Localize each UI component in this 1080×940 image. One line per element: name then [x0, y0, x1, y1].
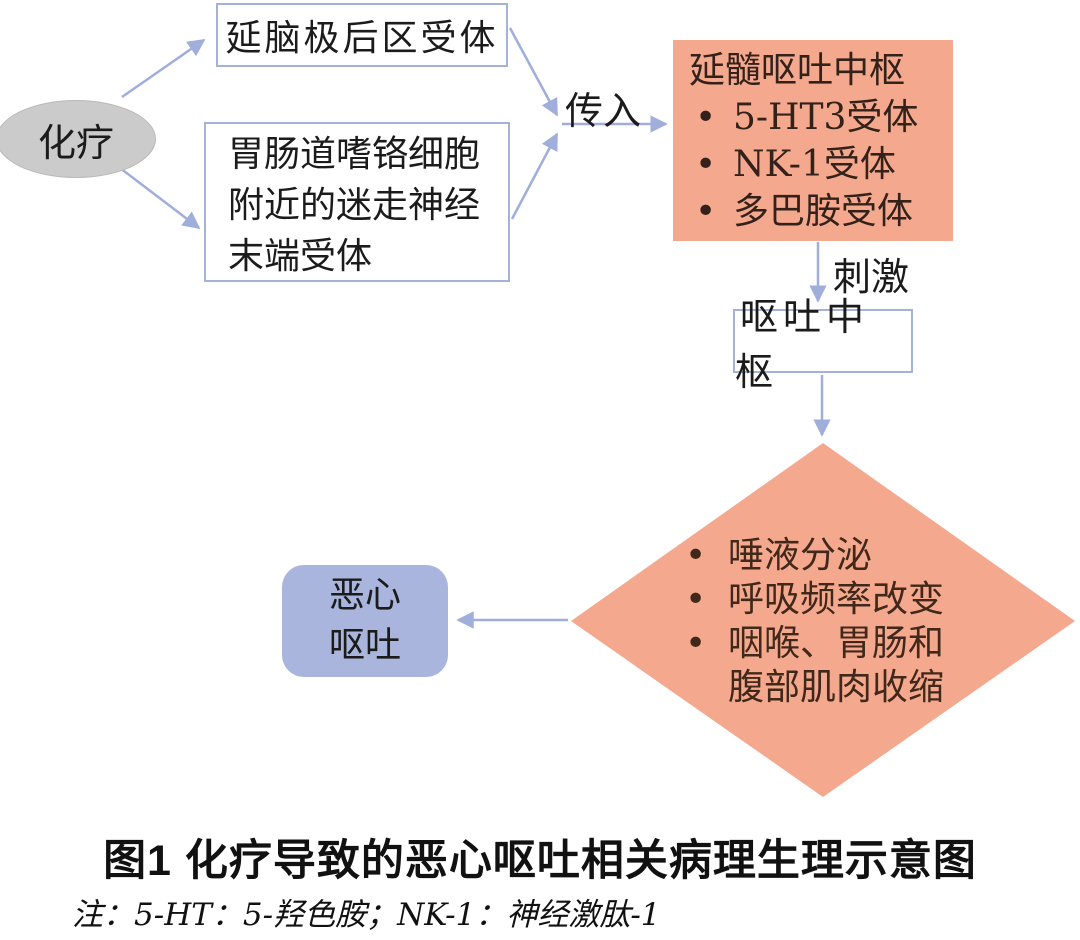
node-area-postrema-label: 延脑极后区受体	[225, 18, 499, 59]
edge-label-afferent: 传入	[565, 89, 642, 133]
arrow-chemo-to-area-postrema	[121, 38, 206, 99]
node-vomiting-center-label: 呕吐中枢	[735, 295, 870, 394]
node-chemotherapy-label: 化疗	[37, 120, 114, 165]
node-gi-vagal-receptor: 胃肠道嗜铬细胞附近的迷走神经末端受体	[204, 122, 510, 282]
arrow-chemo-to-gi-vagal	[119, 167, 201, 230]
node-area-postrema-receptor: 延脑极后区受体	[216, 3, 508, 67]
edge-label-stimulate: 刺激	[833, 255, 910, 299]
figure-caption: 图1 化疗导致的恶心呕吐相关病理生理示意图	[103, 837, 977, 885]
medulla-item-dopamine: 多巴胺受体	[689, 188, 953, 235]
figure-note: 注：5-HT：5-羟色胺；NK-1：神经激肽-1	[72, 897, 661, 933]
medulla-item-nk1: NK-1受体	[689, 141, 953, 188]
medulla-title: 延髓呕吐中枢	[689, 50, 906, 91]
node-nausea-vomiting: 恶心 呕吐	[282, 565, 448, 677]
node-vomiting-center: 呕吐中枢	[733, 295, 913, 394]
effects-diamond-content: 唾液分泌 呼吸频率改变 咽喉、胃肠和腹部肌肉收缩	[683, 534, 948, 710]
node-chemotherapy: 化疗	[0, 100, 156, 178]
arrow-area-postrema-to-junction	[508, 27, 559, 117]
arrow-gi-vagal-to-junction	[510, 132, 559, 220]
effect-item-salivation: 唾液分泌	[683, 534, 948, 578]
effect-item-respiration: 呼吸频率改变	[683, 578, 948, 622]
node-medulla-vomiting-center: 延髓呕吐中枢 5-HT3受体 NK-1受体 多巴胺受体	[673, 40, 953, 241]
medulla-item-5ht3: 5-HT3受体	[689, 94, 953, 141]
node-gi-vagal-label: 胃肠道嗜铬细胞附近的迷走神经末端受体	[228, 134, 481, 277]
effect-item-muscle-contraction: 咽喉、胃肠和腹部肌肉收缩	[683, 622, 948, 710]
node-nausea-vomiting-label: 恶心 呕吐	[328, 575, 401, 666]
